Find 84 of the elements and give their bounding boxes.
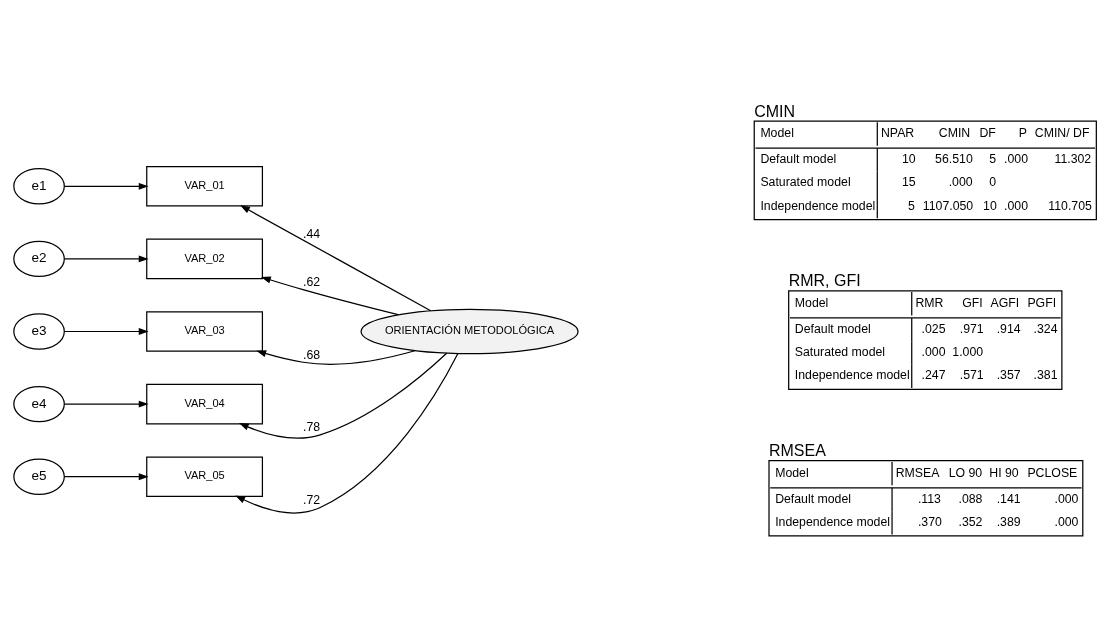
node-ellipse: e4 [13,385,65,423]
arrow [240,205,432,312]
label: RMSEA [769,442,826,460]
label: .025 [921,321,946,336]
label: .000 [1054,491,1079,506]
edge-label: .68 [303,347,321,362]
label: 0 [989,175,997,190]
label: RMR [915,295,944,310]
label: .000 [921,345,946,360]
label: 1.000 [952,345,984,360]
node-ellipse: e2 [13,240,65,278]
label: .088 [958,491,983,506]
label: .381 [1033,368,1058,383]
label: GFI [962,295,983,310]
node-box: VAR_02 [146,238,264,280]
edge-label: .44 [303,226,321,241]
label: NPAR [880,126,915,141]
node-ellipse: ORIENTACIÓN METODOLÓGICA [360,308,579,355]
label: .389 [996,514,1021,529]
label: .971 [959,321,984,336]
edge-label: .78 [303,420,321,435]
label: .000 [948,175,973,190]
arrow [260,276,399,316]
label: P [1018,126,1027,141]
label: 15 [901,175,916,190]
label: Model [760,126,794,141]
label: AGFI [990,295,1020,310]
label: HI 90 [989,465,1019,480]
arrow [63,182,149,190]
label: PCLOSE [1027,465,1078,480]
label: .113 [917,491,941,506]
node-ellipse: e5 [13,458,65,495]
arrow [63,473,149,481]
label: Default model [775,491,852,506]
arrow [235,352,459,514]
label: 56.510 [935,151,973,166]
label: CMIN [938,126,971,141]
label: .141 [996,491,1021,506]
node-ellipse: e3 [13,313,65,350]
node-box: VAR_04 [146,383,264,425]
label: Default model [794,321,871,336]
label: Model [794,295,829,310]
arrow [256,350,416,365]
label: CMIN/ DF [1034,126,1090,141]
label: 11.302 [1054,151,1092,166]
label: RMR, GFI [788,272,861,290]
label: .914 [996,321,1021,336]
arrow [238,352,448,439]
label: .000 [1004,198,1028,213]
edge-label: .62 [303,274,321,289]
label: .000 [1054,514,1079,529]
label: .370 [917,514,942,529]
label: DF [979,126,996,141]
label: 5 [989,151,997,166]
label: .324 [1033,321,1058,336]
label: 10 [983,198,997,213]
label: .357 [996,368,1021,383]
label: CMIN [754,102,796,120]
node-box: VAR_03 [146,311,264,352]
label: 5 [908,198,915,213]
label: .571 [959,368,984,383]
label: Independence model [794,368,910,383]
node-box: VAR_01 [146,166,264,207]
label: .000 [1004,151,1028,166]
label: Independence model [775,514,891,529]
label: .247 [921,368,946,383]
label: LO 90 [948,465,983,480]
edge-label: .72 [303,492,321,507]
label: Saturated model [794,345,886,360]
label: .352 [958,514,983,529]
arrow [63,400,149,408]
label: Independence model [760,198,876,213]
arrow [63,328,149,335]
label: Model [775,465,809,480]
label: 110.705 [1048,198,1092,213]
node-ellipse: e1 [13,168,65,205]
arrow [63,255,149,263]
label: Saturated model [760,175,851,190]
label: Default model [760,151,837,166]
label: PGFI [1027,295,1057,310]
label: RMSEA [895,465,940,480]
label: 10 [901,151,916,166]
label: 1107.050 [922,198,974,213]
node-box: VAR_05 [146,456,264,497]
